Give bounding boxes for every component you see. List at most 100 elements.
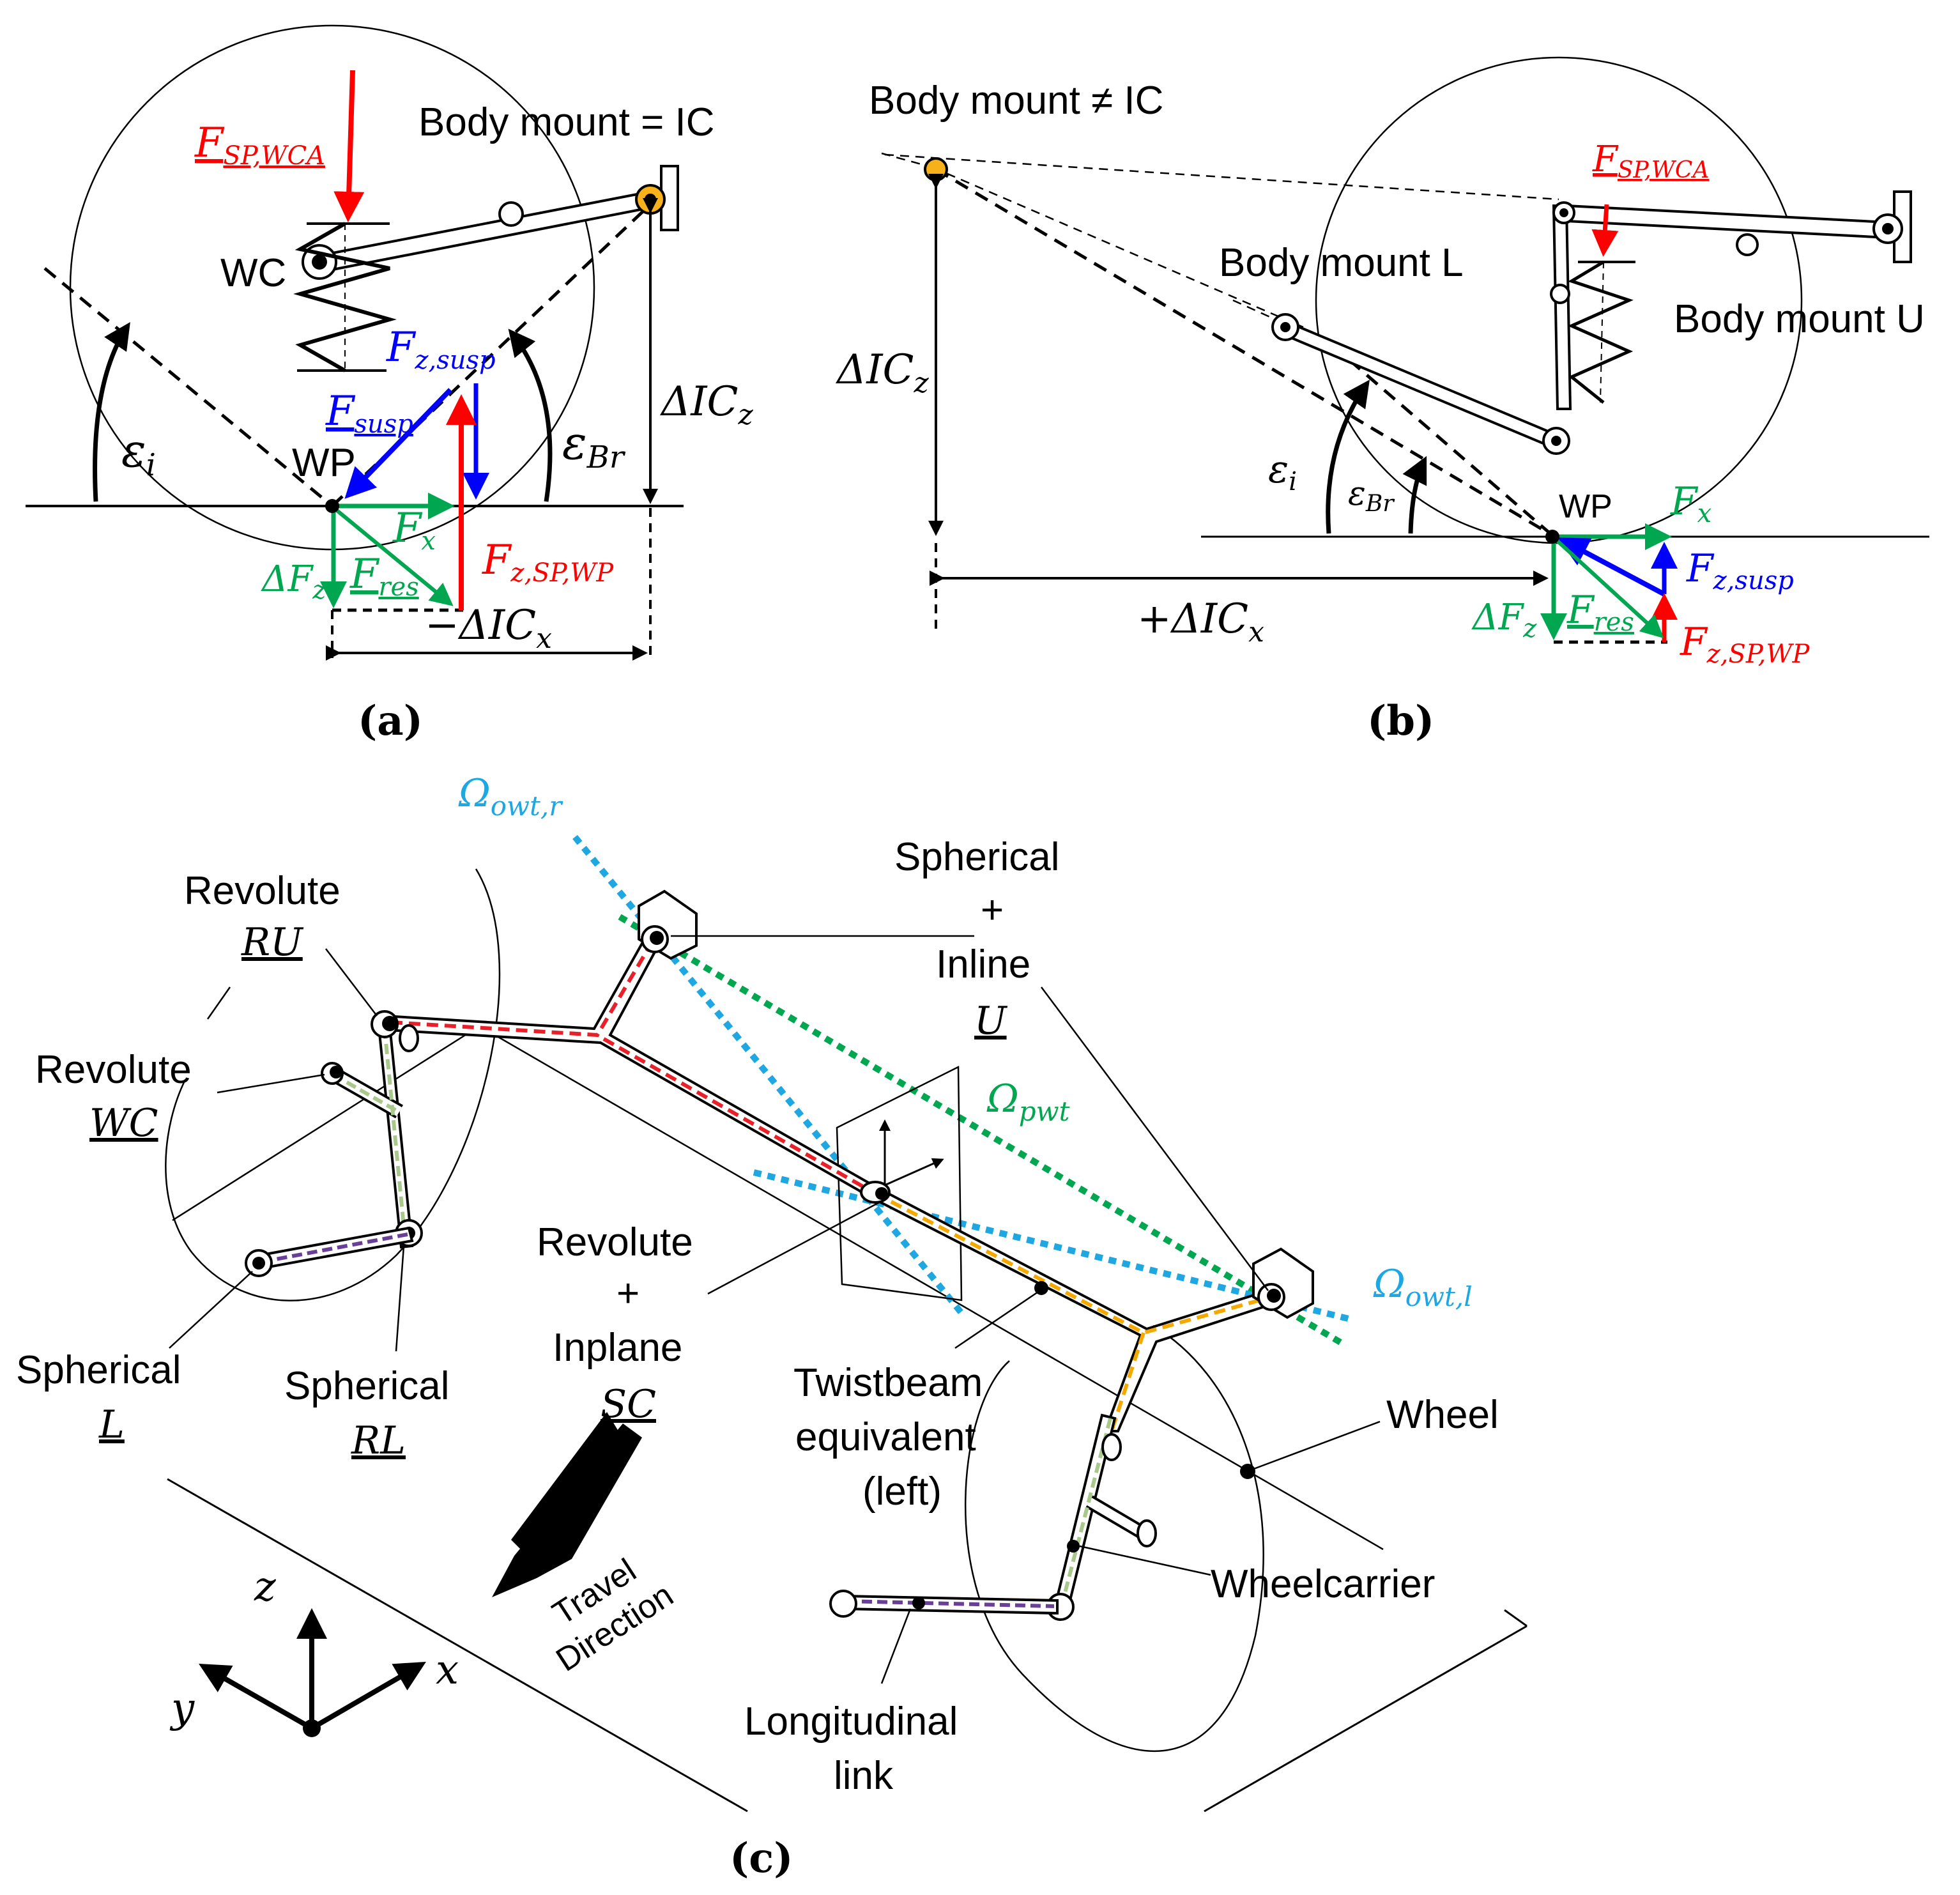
leader-longitudinal-c <box>880 1608 912 1684</box>
spherical-rl-label-2-c: RL <box>351 1418 406 1463</box>
twistbeam-label-1-c: Twistbeam <box>793 1361 983 1405</box>
body-mount-neq-ic-label-b: Body mount ≠ IC <box>869 79 1163 123</box>
omega-owt-r-label-c: Ωowt,r <box>458 771 563 822</box>
revolute-inplane-label-3-c: Inplane <box>553 1326 682 1370</box>
delta-f-z-label-b: ΔFz <box>1471 597 1537 643</box>
ground-edge-tick-c <box>1504 1609 1527 1627</box>
eps-i-label-a: εi <box>121 424 156 483</box>
coordinate-axes-c <box>199 1608 426 1737</box>
ground-edge-left-c <box>167 1478 748 1813</box>
wp-point-b <box>1545 530 1559 544</box>
f-z-susp-label-a: Fz,susp <box>386 324 496 375</box>
body-mount-l-label-b: Body mount L <box>1219 241 1464 285</box>
panel-a: Body mount = IC WC WP FSP,WCA Fz,susp Fs… <box>26 24 753 745</box>
leader-spherical-l-c <box>169 1271 253 1349</box>
eps-i-arc-b <box>1326 380 1370 534</box>
longitudinal-link-left-c <box>829 1590 1059 1618</box>
f-x-label-b: Fx <box>1670 479 1711 528</box>
leader-wc-c <box>217 1073 325 1094</box>
body-mount-a <box>635 165 679 231</box>
delta-ic-z-label-b: ΔICz <box>835 346 929 399</box>
wp-point-a <box>325 499 339 513</box>
revolute-inplane-label-2-c: + <box>616 1271 639 1316</box>
wheel-arc-tick-c <box>206 986 231 1020</box>
ic-point-b <box>924 157 948 181</box>
revolute-inplane-label-1-c: Revolute <box>537 1220 693 1264</box>
eps-br-arc-b <box>1402 456 1427 534</box>
inplane-arrow-side-c <box>884 1158 944 1186</box>
ground-edge-right-c <box>1204 1625 1527 1813</box>
eps-br-label-a: εBr <box>562 416 626 475</box>
caption-c: (c) <box>730 1834 793 1882</box>
eps-br-label-b: εBr <box>1348 475 1395 517</box>
twistbeam-label-2-c: equivalent <box>795 1415 976 1459</box>
f-sp-wca-arrow-a <box>333 70 365 222</box>
f-susp-label-a: Fsusp <box>325 388 413 439</box>
twistbeam-c <box>381 924 1276 1432</box>
wheel-label-c: Wheel <box>1386 1393 1499 1437</box>
delta-f-z-label-a: ΔFz <box>261 558 326 605</box>
eps-i-label-b: εi <box>1268 447 1297 496</box>
spherical-l-label-1-c: Spherical <box>16 1348 181 1392</box>
sc-joint-c <box>860 1181 891 1204</box>
f-x-label-a: Fx <box>392 505 436 556</box>
upper-arm-b <box>1552 190 1912 410</box>
body-mount-right-c <box>638 889 698 960</box>
f-susp-arrow-a <box>344 388 452 499</box>
spring-b <box>1550 260 1635 404</box>
ic-line-upper-b <box>884 153 1559 201</box>
dashed-line-ei-b <box>1331 344 1554 537</box>
axis-x-label-c: x <box>436 1646 459 1694</box>
f-susp-arrow-b <box>1557 537 1665 597</box>
f-res-arrow-b <box>1554 538 1664 639</box>
leader-ru-c <box>325 948 378 1017</box>
omega-owt-l-label-c: Ωowt,l <box>1373 1262 1473 1312</box>
f-z-sp-wp-label-a: Fz,SP,WP <box>482 537 614 588</box>
delta-ic-x-label-b: +ΔICx <box>1137 595 1264 648</box>
longitudinal-label-1-c: Longitudinal <box>744 1699 958 1744</box>
body-mount-ic-label-a: Body mount = IC <box>418 100 715 144</box>
leader-inplane-c <box>707 1200 882 1295</box>
delta-ic-x-label-a: −ΔICx <box>425 602 552 655</box>
f-res-label-a: Fres <box>349 551 419 602</box>
f-res-arrow-a <box>334 507 454 606</box>
f-res-label-b: Fres <box>1566 588 1634 637</box>
panel-b: Body mount ≠ IC Body mount L Body mount … <box>835 56 1929 745</box>
spherical-inline-label-1-c: Spherical <box>894 835 1059 879</box>
longitudinal-label-2-c: link <box>834 1754 894 1798</box>
wheelcarrier-left-c <box>1046 1413 1157 1621</box>
travel-direction-arrow-shaft-c <box>511 1412 626 1559</box>
twistbeam-label-3-c: (left) <box>862 1469 942 1514</box>
panel-c: Ωowt,r Ωpwt Ωowt,l Revolute RU Revolute … <box>16 771 1527 1882</box>
wp-label-a: WP <box>292 441 356 485</box>
body-line-c <box>472 1021 1384 1551</box>
eps-br-arc-a <box>508 328 553 502</box>
dashed-line-ei-a <box>43 267 333 507</box>
revolute-ru-label-2-c: RU <box>241 920 304 965</box>
leader-spherical-rl-c <box>395 1245 405 1352</box>
dashed-line-ebr-b <box>935 167 1554 537</box>
wheel-axis-c <box>172 1021 486 1222</box>
spherical-l-label-2-c: L <box>98 1402 125 1447</box>
f-z-susp-label-b: Fz,susp <box>1686 546 1794 595</box>
leader-twistbeam-c <box>954 1291 1039 1349</box>
caption-a: (a) <box>358 697 423 745</box>
wheel-point-c <box>1240 1464 1255 1479</box>
wp-label-b: WP <box>1559 488 1612 525</box>
leader-wheel-c <box>1252 1420 1381 1471</box>
revolute-wc-label-2-c: WC <box>89 1101 158 1146</box>
body-mount-u-label-b: Body mount U <box>1674 297 1925 341</box>
revolute-wc-label-1-c: Revolute <box>35 1048 192 1092</box>
wc-label-a: WC <box>220 251 286 295</box>
inplane-plane-c <box>836 1065 963 1301</box>
omega-pwt-label-c: Ωpwt <box>986 1077 1070 1127</box>
longitudinal-link-right-c <box>245 1226 414 1277</box>
wheelcarrier-right-c <box>321 1010 423 1249</box>
ic-line-lower-b <box>932 166 1304 328</box>
ic-line-upper-ext-b <box>881 152 933 169</box>
spherical-inline-label-4-c: U <box>974 999 1008 1043</box>
axis-y-label-c: y <box>169 1685 195 1732</box>
lower-arm-b <box>1271 313 1570 455</box>
delta-ic-z-label-a: ΔICz <box>659 378 753 431</box>
